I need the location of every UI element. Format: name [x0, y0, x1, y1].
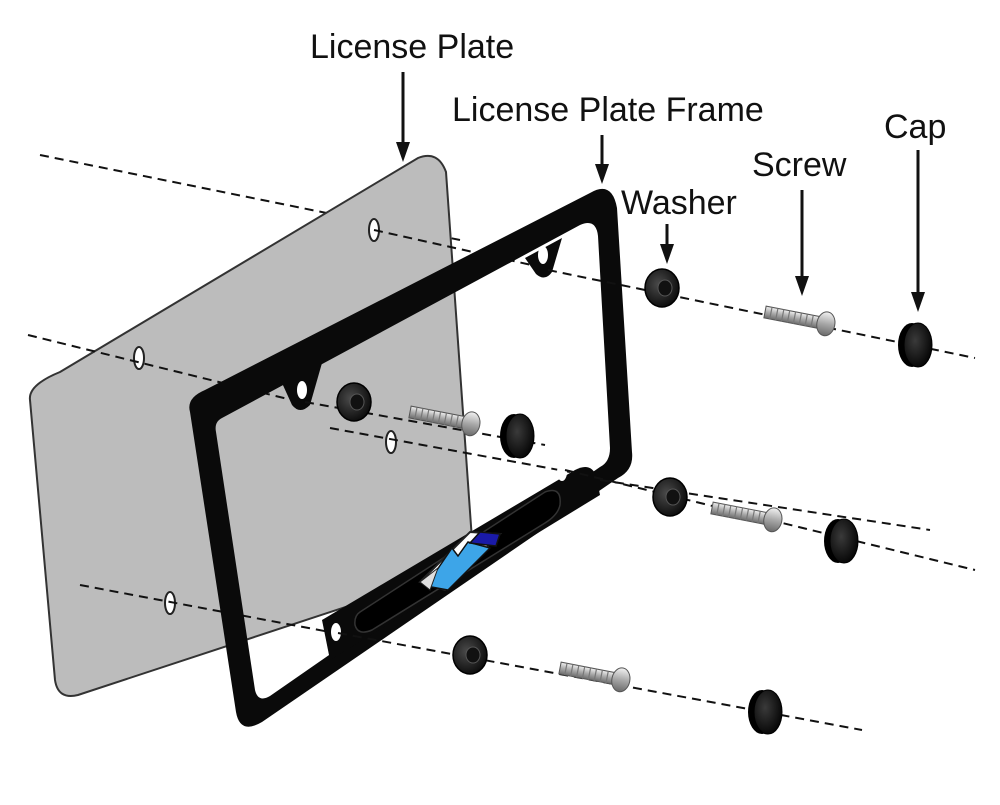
screw-left — [408, 405, 481, 437]
label-license-plate-frame: License Plate Frame — [452, 91, 764, 129]
label-screw: Screw — [752, 146, 847, 184]
cap-bottom — [748, 689, 783, 735]
label-license-plate: License Plate — [310, 28, 515, 66]
screw-bottom — [558, 661, 631, 693]
callout-arrows — [396, 72, 925, 312]
cap-top — [898, 322, 933, 368]
plate-slot-right-lower — [385, 430, 397, 454]
washer-right — [652, 477, 688, 517]
screw-right — [710, 501, 783, 533]
guide-line-top-back — [39, 154, 461, 241]
washer-bottom — [452, 635, 488, 675]
washer-top — [644, 268, 680, 308]
screw-top — [763, 305, 836, 337]
label-washer: Washer — [621, 184, 737, 222]
mountain-logo — [418, 530, 503, 592]
cap-left — [500, 413, 535, 459]
plate-slot-left — [133, 346, 145, 370]
cap-right — [824, 518, 859, 564]
label-cap: Cap — [884, 108, 947, 146]
guide-line-right-lower — [329, 427, 571, 473]
guide-line-right-extra — [599, 479, 931, 531]
washer-left — [336, 382, 372, 422]
guide-line-bottom-back — [79, 584, 336, 634]
